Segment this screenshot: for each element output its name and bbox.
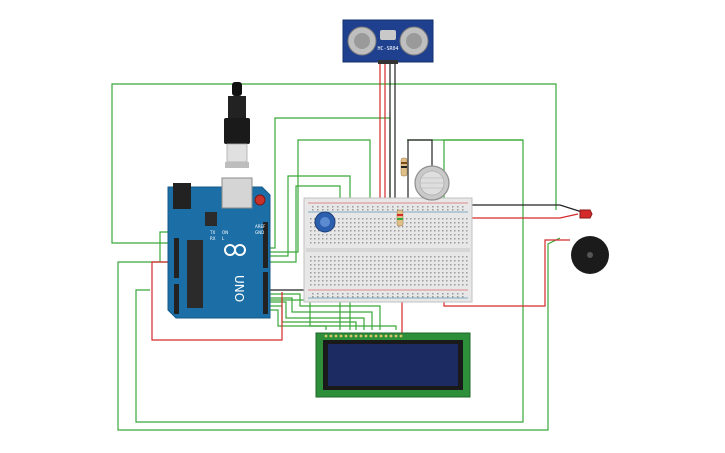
piezo-buzzer bbox=[571, 236, 609, 274]
wire-red-led bbox=[461, 206, 579, 219]
arduino-uno: UNO AREF GND TX RX ON L bbox=[167, 177, 271, 319]
wire-green-j bbox=[268, 299, 327, 330]
wire-black-led bbox=[455, 204, 586, 214]
resistor-2 bbox=[396, 209, 404, 227]
ultrasonic-sensor: HC-SR04 bbox=[342, 19, 434, 64]
resistor-1 bbox=[400, 157, 408, 177]
arduino-l-label: L bbox=[222, 236, 225, 241]
wire-black-gas bbox=[407, 139, 433, 200]
wire-green-outer-top bbox=[111, 83, 557, 244]
arduino-logo-icon bbox=[224, 244, 246, 256]
breadboard bbox=[303, 197, 473, 303]
arduino-gnd-label: GND bbox=[255, 230, 264, 235]
red-led bbox=[579, 209, 593, 219]
wire-green-g bbox=[266, 301, 365, 330]
arduino-aref-label: AREF bbox=[255, 224, 266, 229]
wire-green-f bbox=[266, 297, 373, 330]
arduino-rx-label: RX bbox=[210, 236, 216, 241]
wires bbox=[111, 64, 586, 431]
wire-red-buzzer bbox=[443, 239, 570, 307]
wire-green-gas bbox=[443, 139, 523, 198]
arduino-brand-label: UNO bbox=[232, 275, 246, 302]
arduino-tx-label: TX bbox=[209, 230, 215, 235]
wire-green-b bbox=[266, 139, 371, 253]
wire-green-outer-bottom bbox=[117, 237, 561, 431]
usb-cable bbox=[224, 82, 250, 168]
wire-green-i bbox=[266, 309, 397, 330]
lcd-display bbox=[315, 332, 471, 398]
potentiometer bbox=[314, 211, 336, 233]
breadboard-holes bbox=[310, 206, 468, 298]
arduino-on-label: ON bbox=[222, 230, 228, 235]
gas-sensor bbox=[414, 165, 450, 201]
wire-green-e bbox=[266, 293, 381, 330]
ultrasonic-model-label: HC-SR04 bbox=[377, 46, 398, 52]
lcd-pins bbox=[324, 334, 403, 338]
wire-red-power bbox=[151, 261, 283, 341]
